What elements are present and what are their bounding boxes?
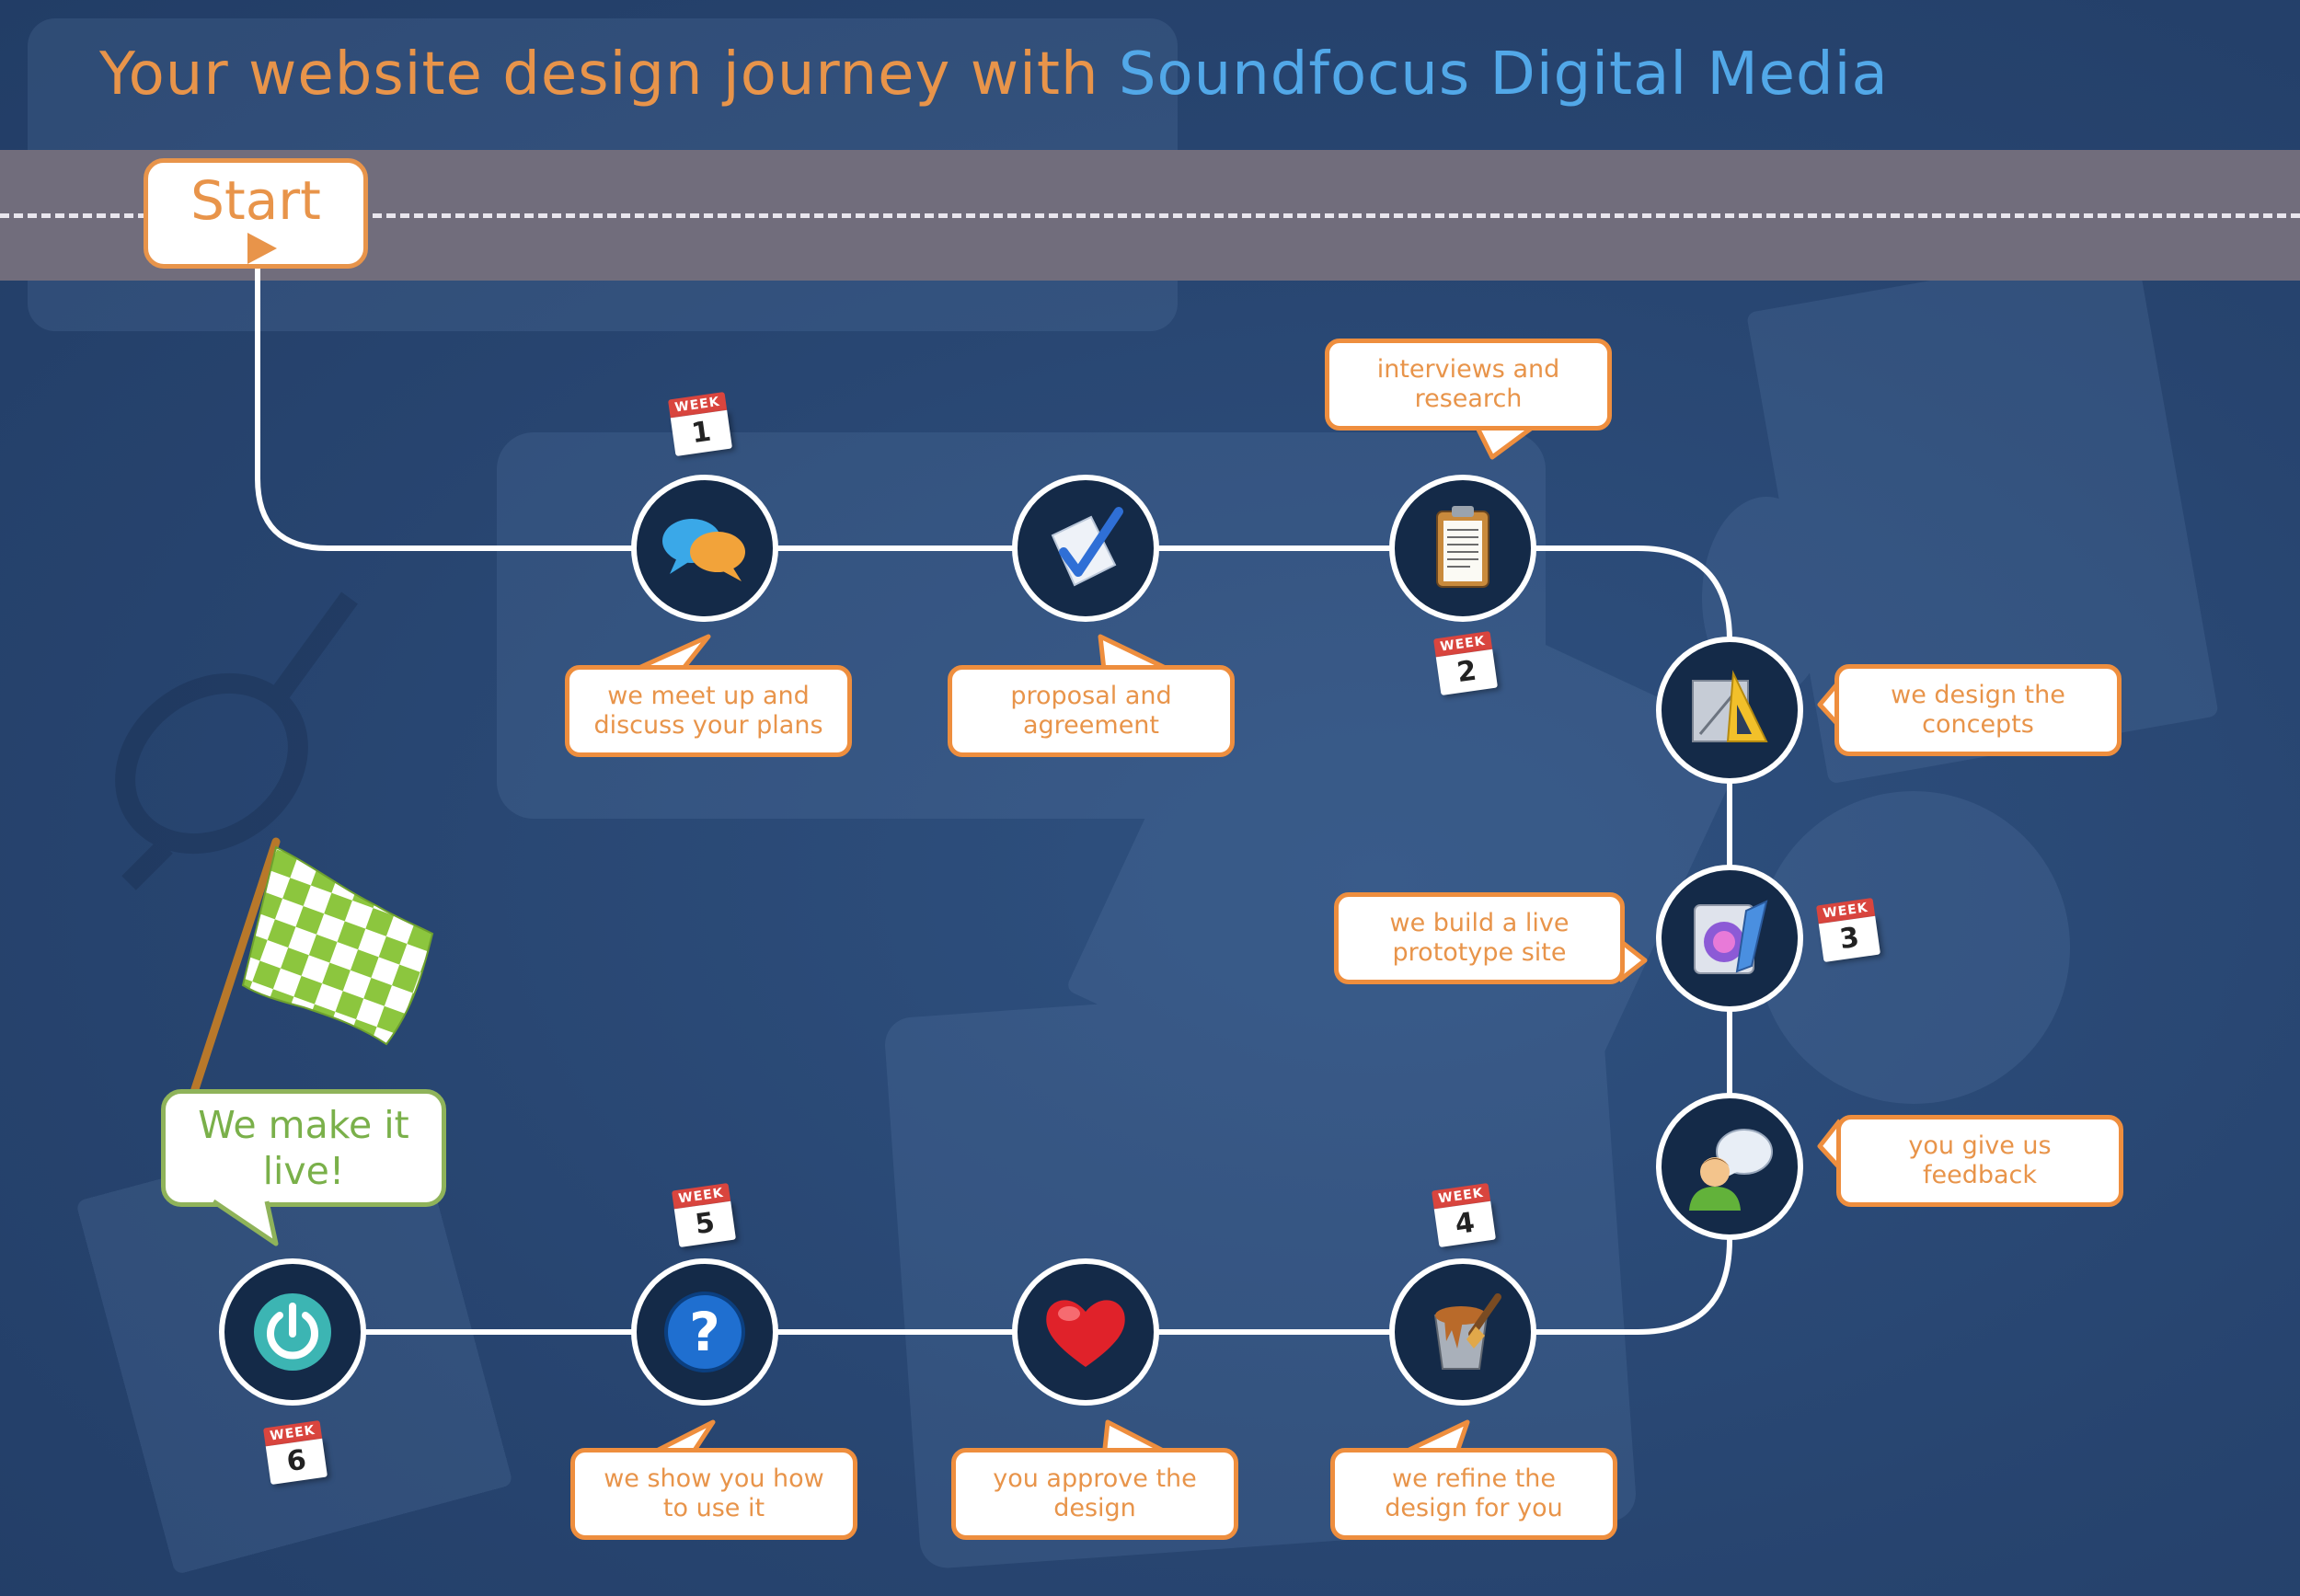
journey-infographic: Your website design journey with Soundfo… [0, 0, 2300, 1596]
finish-callout-tail [0, 0, 2300, 1596]
